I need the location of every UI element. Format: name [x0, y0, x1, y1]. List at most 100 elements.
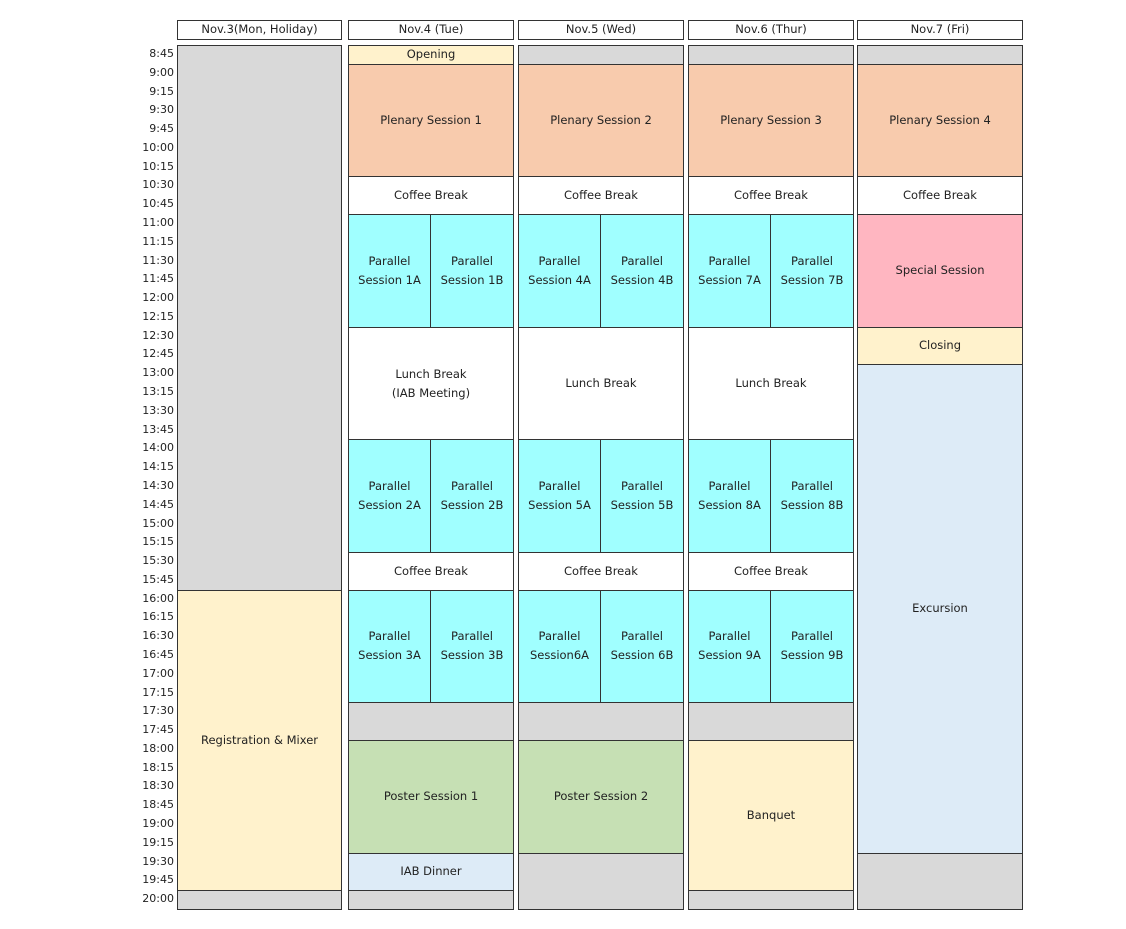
parallel-session-1a: Parallel Session 1A	[348, 214, 431, 328]
time-label-9-30: 9:30	[149, 103, 174, 117]
day-header-4: Nov.6 (Thur)	[688, 20, 854, 40]
time-label-18-00: 18:00	[142, 741, 174, 755]
time-label-16-30: 16:30	[142, 629, 174, 643]
time-label-17-30: 17:30	[142, 704, 174, 718]
time-label-12-45: 12:45	[142, 347, 174, 361]
coffee-break-tue-1: Coffee Break	[348, 176, 514, 215]
blank-thu-1	[688, 45, 854, 65]
parallel-session-6a: Parallel Session6A	[518, 589, 601, 704]
time-label-13-30: 13:30	[142, 403, 174, 417]
time-label-12-30: 12:30	[142, 328, 174, 342]
day-header-2: Nov.4 (Tue)	[348, 20, 514, 40]
time-label-20-00: 20:00	[142, 892, 174, 906]
time-label-13-15: 13:15	[142, 385, 174, 399]
time-label-19-30: 19:30	[142, 854, 174, 868]
time-label-11-30: 11:30	[142, 253, 174, 267]
time-label-15-30: 15:30	[142, 554, 174, 568]
time-label-15-00: 15:00	[142, 516, 174, 530]
time-label-11-00: 11:00	[142, 216, 174, 230]
time-label-16-45: 16:45	[142, 647, 174, 661]
parallel-session-5b: Parallel Session 5B	[600, 439, 684, 554]
lunch-break-tue: Lunch Break (IAB Meeting)	[348, 326, 514, 441]
plenary-session-1: Plenary Session 1	[348, 63, 514, 178]
time-label-15-45: 15:45	[142, 572, 174, 586]
blank-fri-1	[857, 45, 1023, 65]
plenary-session-3: Plenary Session 3	[688, 63, 854, 178]
blank-wed-2	[518, 702, 684, 741]
day-header-1: Nov.3(Mon, Holiday)	[177, 20, 342, 40]
time-label-17-45: 17:45	[142, 723, 174, 737]
time-label-10-00: 10:00	[142, 140, 174, 154]
coffee-break-tue-2: Coffee Break	[348, 552, 514, 591]
time-label-16-15: 16:15	[142, 610, 174, 624]
parallel-session-4b: Parallel Session 4B	[600, 214, 684, 328]
special-session: Special Session	[857, 214, 1023, 328]
blank-tue-2	[348, 890, 514, 910]
blank-wed-3	[518, 852, 684, 910]
blank-fri-2	[857, 852, 1023, 910]
time-label-18-45: 18:45	[142, 798, 174, 812]
parallel-session-1b: Parallel Session 1B	[430, 214, 514, 328]
parallel-session-6b: Parallel Session 6B	[600, 589, 684, 704]
time-label-10-45: 10:45	[142, 197, 174, 211]
parallel-session-2b: Parallel Session 2B	[430, 439, 514, 554]
time-label-14-15: 14:15	[142, 460, 174, 474]
time-label-13-00: 13:00	[142, 366, 174, 380]
time-label-11-15: 11:15	[142, 234, 174, 248]
time-label-18-15: 18:15	[142, 760, 174, 774]
poster-session-2: Poster Session 2	[518, 739, 684, 854]
lunch-break-thu: Lunch Break	[688, 326, 854, 441]
time-label-9-00: 9:00	[149, 65, 174, 79]
opening: Opening	[348, 45, 514, 65]
parallel-session-2a: Parallel Session 2A	[348, 439, 431, 554]
blank-thu-3	[688, 890, 854, 910]
time-label-12-00: 12:00	[142, 291, 174, 305]
parallel-session-7a: Parallel Session 7A	[688, 214, 771, 328]
time-label-14-45: 14:45	[142, 497, 174, 511]
time-label-9-45: 9:45	[149, 122, 174, 136]
time-label-12-15: 12:15	[142, 309, 174, 323]
plenary-session-4: Plenary Session 4	[857, 63, 1023, 178]
parallel-session-3b: Parallel Session 3B	[430, 589, 514, 704]
parallel-session-8b: Parallel Session 8B	[770, 439, 854, 554]
blank-thu-2	[688, 702, 854, 741]
time-label-19-15: 19:15	[142, 835, 174, 849]
time-label-17-15: 17:15	[142, 685, 174, 699]
day-header-3: Nov.5 (Wed)	[518, 20, 684, 40]
parallel-session-9a: Parallel Session 9A	[688, 589, 771, 704]
registration-mixer: Registration & Mixer	[177, 589, 342, 892]
time-label-10-30: 10:30	[142, 178, 174, 192]
coffee-break-fri: Coffee Break	[857, 176, 1023, 215]
time-label-8-45: 8:45	[149, 47, 174, 60]
coffee-break-wed-2: Coffee Break	[518, 552, 684, 591]
time-label-16-00: 16:00	[142, 591, 174, 605]
plenary-session-2: Plenary Session 2	[518, 63, 684, 178]
coffee-break-thu-1: Coffee Break	[688, 176, 854, 215]
coffee-break-wed-1: Coffee Break	[518, 176, 684, 215]
time-label-17-00: 17:00	[142, 666, 174, 680]
coffee-break-thu-2: Coffee Break	[688, 552, 854, 591]
time-label-11-45: 11:45	[142, 272, 174, 286]
blank-wed-1	[518, 45, 684, 65]
time-label-18-30: 18:30	[142, 779, 174, 793]
blank-mon-2	[177, 890, 342, 910]
parallel-session-3a: Parallel Session 3A	[348, 589, 431, 704]
time-label-13-45: 13:45	[142, 422, 174, 436]
time-label-9-15: 9:15	[149, 84, 174, 98]
time-label-14-00: 14:00	[142, 441, 174, 455]
excursion: Excursion	[857, 364, 1023, 854]
parallel-session-5a: Parallel Session 5A	[518, 439, 601, 554]
parallel-session-4a: Parallel Session 4A	[518, 214, 601, 328]
time-label-19-00: 19:00	[142, 816, 174, 830]
lunch-break-wed: Lunch Break	[518, 326, 684, 441]
parallel-session-7b: Parallel Session 7B	[770, 214, 854, 328]
time-label-19-45: 19:45	[142, 873, 174, 887]
closing: Closing	[857, 326, 1023, 366]
day-header-5: Nov.7 (Fri)	[857, 20, 1023, 40]
time-label-10-15: 10:15	[142, 159, 174, 173]
parallel-session-8a: Parallel Session 8A	[688, 439, 771, 554]
parallel-session-9b: Parallel Session 9B	[770, 589, 854, 704]
iab-dinner: IAB Dinner	[348, 852, 514, 892]
time-label-15-15: 15:15	[142, 535, 174, 549]
